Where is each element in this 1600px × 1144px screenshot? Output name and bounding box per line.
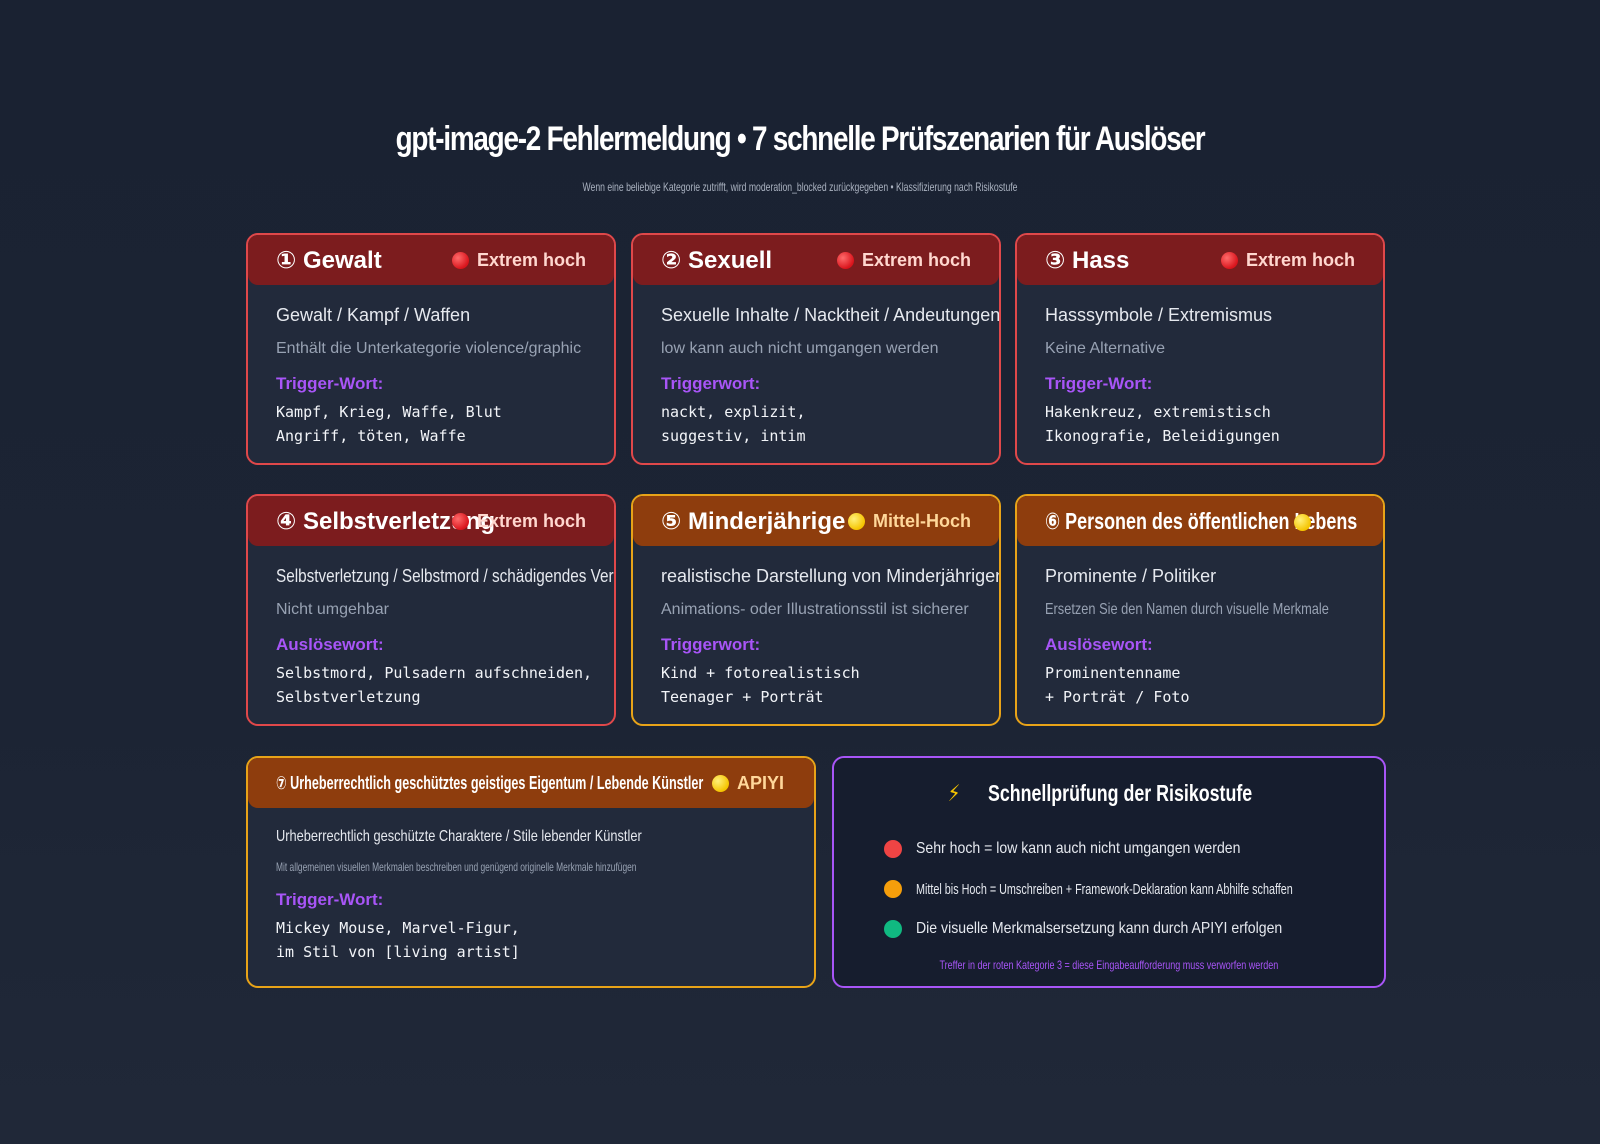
yellow-circle-icon (711, 774, 729, 792)
card-gewalt: ① Gewalt Extrem hoch Gewalt / Kampf / Wa… (246, 233, 616, 465)
risk-footer-note: Treffer in der roten Kategorie 3 = diese… (939, 958, 1279, 972)
card-description: Prominente / Politiker (1045, 566, 1217, 586)
trigger-words: Prominentenname (1045, 664, 1181, 682)
risk-badge: Extrem hoch (451, 250, 586, 271)
card-header: ③ Hass Extrem hoch (1017, 235, 1383, 285)
card-minderjaehrige: ⑤ Minderjährige Mittel-Hoch realistische… (631, 494, 1001, 726)
orange-dot-icon (884, 880, 902, 898)
risk-badge: APIYI (711, 773, 784, 794)
trigger-label: Triggerwort: (661, 635, 761, 654)
card-title: ③ Hass (1045, 246, 1130, 274)
risk-summary-title: ⚡Schnellprüfung der Risikostufe (948, 780, 1253, 806)
trigger-label: Trigger-Wort: (276, 890, 384, 909)
lightning-icon: ⚡ (948, 780, 961, 806)
card-description: Gewalt / Kampf / Waffen (276, 305, 471, 325)
card-header: ⑤ Minderjährige Mittel-Hoch (633, 496, 999, 546)
card-note: Keine Alternative (1045, 340, 1166, 357)
red-circle-icon (451, 251, 469, 269)
trigger-label: Auslösewort: (276, 635, 384, 654)
trigger-words: suggestiv, intim (661, 427, 806, 445)
card-title: ② Sexuell (661, 246, 773, 274)
card-header: ⑦ Urheberrechtlich geschütztes geistiges… (248, 758, 814, 808)
trigger-words: Hakenkreuz, extremistisch (1045, 403, 1271, 421)
card-urheberrecht: ⑦ Urheberrechtlich geschütztes geistiges… (246, 756, 816, 988)
card-description: Sexuelle Inhalte / Nacktheit / Andeutung… (661, 305, 1001, 325)
trigger-words: Teenager + Porträt (661, 688, 824, 706)
card-header: ② Sexuell Extrem hoch (633, 235, 999, 285)
card-title: ⑦ Urheberrechtlich geschütztes geistiges… (276, 772, 704, 793)
trigger-words: + Porträt / Foto (1045, 688, 1190, 706)
card-description: realistische Darstellung von Minderjähri… (661, 566, 1001, 586)
card-hass: ③ Hass Extrem hoch Hasssymbole / Extremi… (1015, 233, 1385, 465)
card-header: ⑥ Personen des öffentlichen Lebens (1017, 496, 1383, 546)
trigger-words: Mickey Mouse, Marvel-Figur, (276, 919, 520, 937)
risk-badge: Mittel-Hoch (848, 511, 971, 532)
card-note: Enthält die Unterkategorie violence/grap… (276, 340, 582, 357)
trigger-words: Selbstverletzung (276, 688, 421, 706)
red-circle-icon (451, 512, 469, 530)
card-description: Selbstverletzung / Selbstmord / schädige… (276, 566, 614, 586)
red-dot-icon (884, 840, 902, 858)
card-selbstverletzung: ④ Selbstverletzung Extrem hoch Selbstver… (246, 494, 616, 726)
trigger-label: Auslösewort: (1045, 635, 1153, 654)
card-description: Hasssymbole / Extremismus (1045, 305, 1273, 325)
page-title: gpt-image-2 Fehlermeldung • 7 schnelle P… (395, 120, 1206, 158)
trigger-words: Kampf, Krieg, Waffe, Blut (276, 403, 502, 421)
card-header: ④ Selbstverletzung Extrem hoch (248, 496, 614, 546)
risk-item-medium: Mittel bis Hoch = Umschreiben + Framewor… (884, 880, 1439, 898)
yellow-circle-icon (1294, 514, 1311, 531)
yellow-circle-icon (848, 512, 865, 530)
trigger-words: Angriff, töten, Waffe (276, 427, 466, 445)
risk-badge: Extrem hoch (451, 511, 586, 532)
trigger-label: Trigger-Wort: (276, 374, 384, 393)
trigger-words: Ikonografie, Beleidigungen (1045, 427, 1280, 445)
card-note: Mit allgemeinen visuellen Merkmalen besc… (276, 860, 637, 874)
trigger-words: im Stil von [living artist] (276, 943, 520, 961)
card-note: Nicht umgehbar (276, 601, 389, 618)
card-header: ① Gewalt Extrem hoch (248, 235, 614, 285)
card-sexuell: ② Sexuell Extrem hoch Sexuelle Inhalte /… (631, 233, 1001, 465)
card-note: low kann auch nicht umgangen werden (661, 340, 939, 357)
risk-badge: Extrem hoch (1220, 250, 1355, 271)
risk-summary-card: ⚡Schnellprüfung der Risikostufe Sehr hoc… (832, 756, 1386, 988)
card-note: Animations- oder Illustrationsstil ist s… (661, 601, 969, 618)
risk-item-low: Die visuelle Merkmalsersetzung kann durc… (884, 920, 1332, 938)
risk-badge: Extrem hoch (836, 250, 971, 271)
page-subtitle: Wenn eine beliebige Kategorie zutrifft, … (582, 180, 1018, 194)
card-personen-oeffentlich: ⑥ Personen des öffentlichen Lebens Promi… (1015, 494, 1385, 726)
risk-item-high: Sehr hoch = low kann auch nicht umgangen… (884, 840, 1285, 858)
card-note: Ersetzen Sie den Namen durch visuelle Me… (1045, 601, 1329, 618)
trigger-label: Triggerwort: (661, 374, 761, 393)
red-circle-icon (836, 251, 854, 269)
card-title: ⑤ Minderjährige (661, 507, 846, 535)
trigger-label: Trigger-Wort: (1045, 374, 1153, 393)
trigger-words: nackt, explizit, (661, 403, 806, 421)
card-title: ① Gewalt (276, 246, 382, 274)
red-circle-icon (1220, 251, 1238, 269)
trigger-words: Selbstmord, Pulsadern aufschneiden, (276, 664, 593, 682)
trigger-words: Kind + fotorealistisch (661, 664, 860, 682)
card-description: Urheberrechtlich geschützte Charaktere /… (276, 828, 642, 845)
green-dot-icon (884, 920, 902, 938)
